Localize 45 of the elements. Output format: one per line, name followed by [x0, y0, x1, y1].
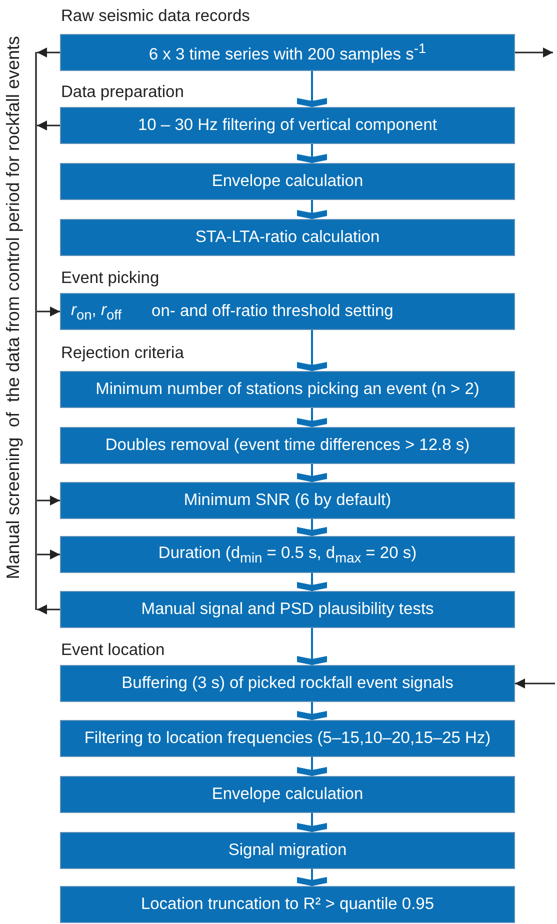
section-heading: Rejection criteria [61, 344, 184, 363]
arrow [37, 48, 60, 58]
step-label: 10 – 30 Hz filtering of vertical component [138, 116, 437, 135]
process-box [60, 832, 515, 869]
process-box [60, 482, 515, 519]
section-heading: Event picking [61, 269, 160, 288]
step-label: Location truncation to R² > quantile 0.95 [140, 895, 434, 914]
arrow [37, 604, 60, 614]
step-label: Manual signal and PSD plausibility tests [141, 600, 434, 619]
section-heading: Event location [61, 641, 165, 660]
process-box [60, 34, 515, 71]
process-box [60, 163, 515, 200]
step-label: Duration (d$_{min}$ = 0.5 s, d$_{max}$ = 20 s) [158, 544, 417, 566]
arrow [37, 496, 60, 506]
process-box [60, 107, 515, 144]
arrow [37, 306, 60, 316]
process-box [60, 219, 515, 256]
arrow [37, 550, 60, 560]
step-label: Envelope calculation [212, 785, 364, 804]
process-box [60, 720, 515, 757]
step-label: Buffering (3 s) of picked rockfall event signals [122, 674, 454, 693]
vertical-label: Manual screening of the data from control period for rockfall events [3, 36, 24, 580]
arrow [515, 678, 555, 688]
process-box [60, 665, 515, 702]
section-heading: Raw seismic data records [61, 7, 250, 26]
process-box [60, 427, 515, 464]
step-label: 6 x 3 time series with 200 samples s$^{-1}$ [148, 40, 426, 64]
section-heading: Data preparation [61, 83, 184, 102]
step-label: Filtering to location frequencies (5–15,10–20,15–25 Hz) [84, 729, 491, 748]
process-box [60, 371, 515, 408]
arrow [37, 120, 60, 130]
step-label: Envelope calculation [212, 172, 364, 191]
step-label: Minimum number of stations picking an event (n > 2) [96, 380, 480, 399]
arrow [515, 48, 553, 58]
step-label: Doubles removal (event time differences > 12.8 s) [105, 436, 470, 455]
step-label: on- and off-ratio threshold setting [152, 302, 394, 321]
step-label: STA-LTA-ratio calculation [195, 228, 380, 247]
process-box [60, 886, 515, 923]
symbol-label: r$_{on}$, r$_{off}$ [71, 300, 122, 322]
process-box [60, 536, 515, 573]
process-box [60, 776, 515, 813]
step-label: Signal migration [228, 841, 347, 860]
process-box [60, 591, 515, 628]
step-label: Minimum SNR (6 by default) [184, 491, 392, 510]
process-box [60, 293, 515, 330]
